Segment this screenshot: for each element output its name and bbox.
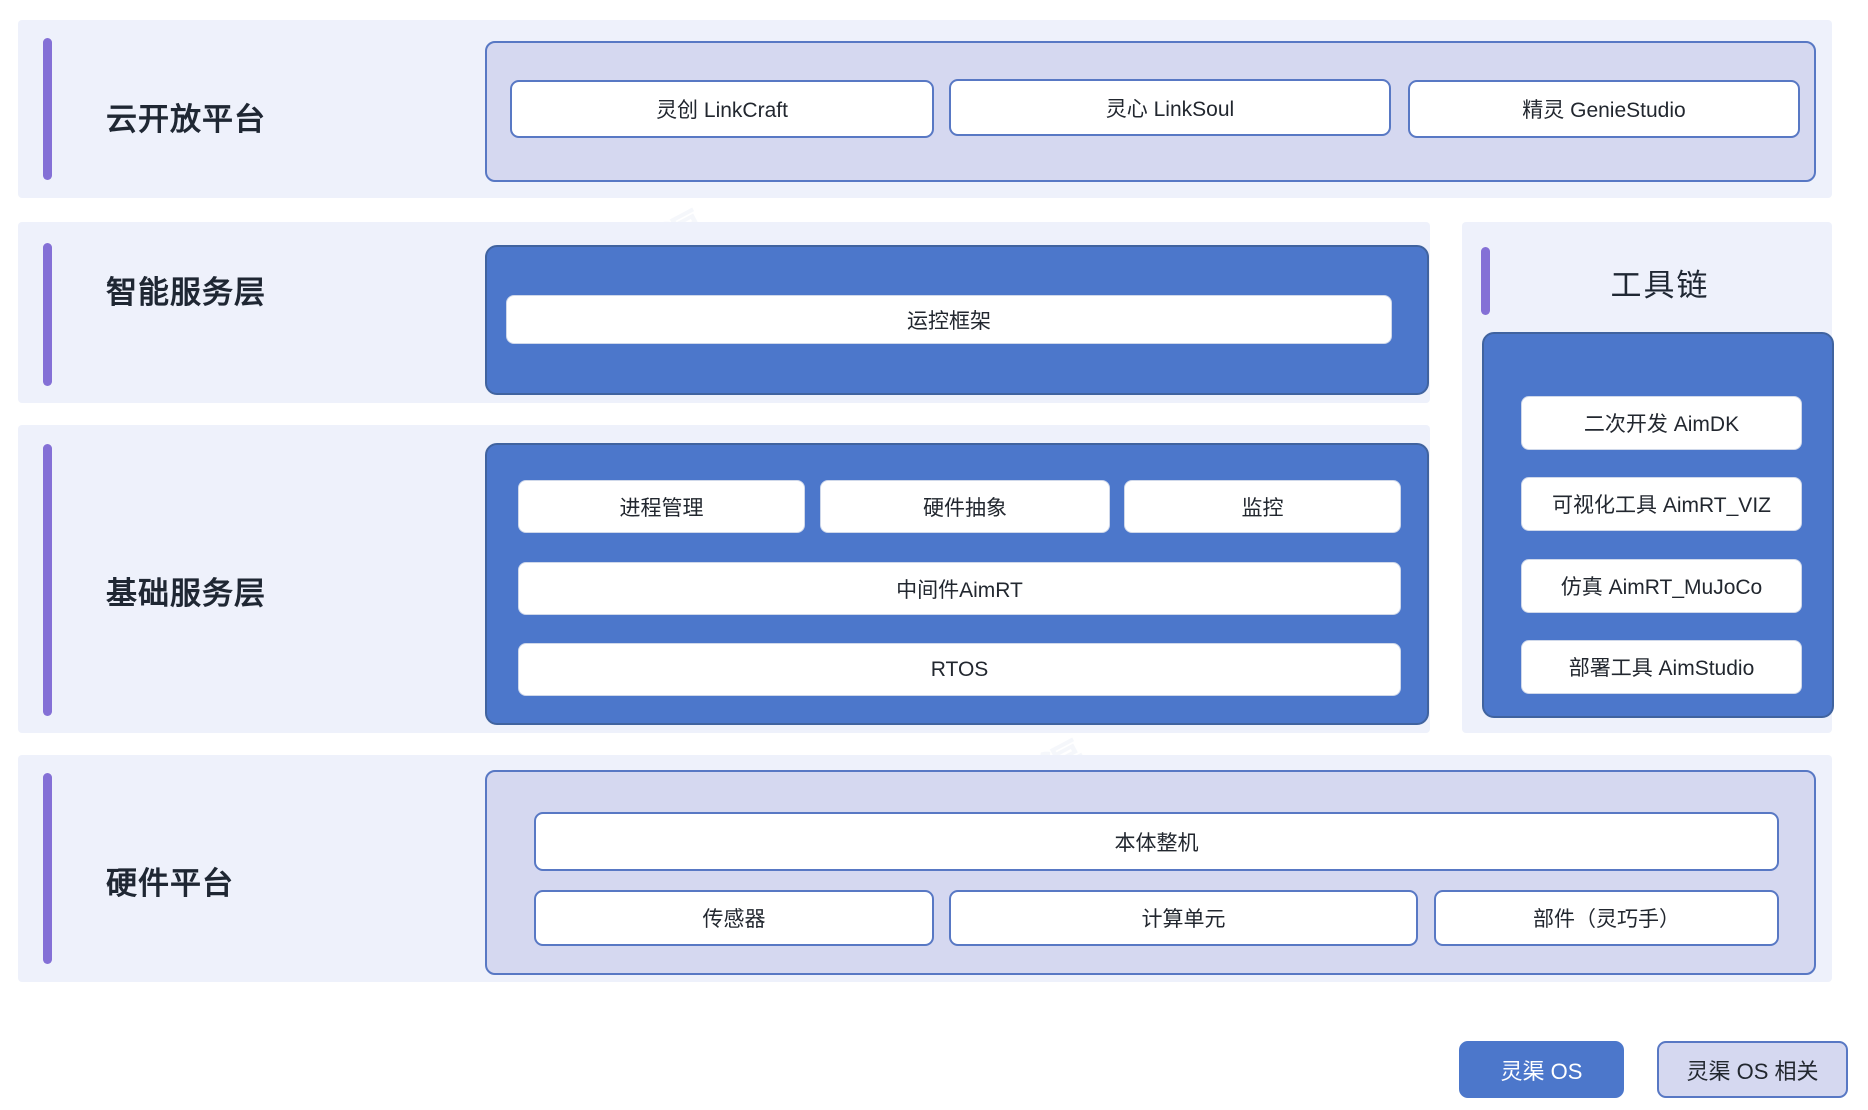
layer-accent-bar-hardware bbox=[43, 773, 52, 964]
cloud-item-geniestudio[interactable]: 精灵 GenieStudio bbox=[1408, 80, 1800, 138]
toolchain-item-aimrt-viz[interactable]: 可视化工具 AimRT_VIZ bbox=[1521, 477, 1802, 531]
layer-accent-bar-cloud bbox=[43, 38, 52, 180]
toolchain-item-aimstudio[interactable]: 部署工具 AimStudio bbox=[1521, 640, 1802, 694]
basic-item-rtos[interactable]: RTOS bbox=[518, 643, 1401, 696]
basic-item-monitoring[interactable]: 监控 bbox=[1124, 480, 1401, 533]
toolchain-item-aimdk[interactable]: 二次开发 AimDK bbox=[1521, 396, 1802, 450]
layer-accent-bar-intelligent bbox=[43, 243, 52, 386]
cloud-item-linksoul[interactable]: 灵心 LinkSoul bbox=[949, 79, 1391, 136]
basic-item-middleware-aimrt[interactable]: 中间件AimRT bbox=[518, 562, 1401, 615]
toolchain-accent-bar bbox=[1481, 247, 1490, 315]
basic-item-hardware-abstraction[interactable]: 硬件抽象 bbox=[820, 480, 1110, 533]
hardware-item-sensor[interactable]: 传感器 bbox=[534, 890, 934, 946]
legend-lingqu-os-related[interactable]: 灵渠 OS 相关 bbox=[1657, 1041, 1848, 1098]
layer-title-cloud-open-platform: 云开放平台 bbox=[106, 102, 266, 137]
basic-item-process-management[interactable]: 进程管理 bbox=[518, 480, 805, 533]
cloud-item-linkcraft[interactable]: 灵创 LinkCraft bbox=[510, 80, 934, 138]
toolchain-title: 工具链 bbox=[1610, 268, 1710, 303]
layer-title-basic-service: 基础服务层 bbox=[106, 576, 266, 611]
toolchain-item-aimrt-mujoco[interactable]: 仿真 AimRT_MuJoCo bbox=[1521, 559, 1802, 613]
hardware-item-dexterous-hand[interactable]: 部件（灵巧手） bbox=[1434, 890, 1779, 946]
layer-accent-bar-basic bbox=[43, 444, 52, 716]
layer-title-hardware-platform: 硬件平台 bbox=[106, 866, 234, 901]
intelligent-item-control-framework[interactable]: 运控框架 bbox=[506, 295, 1392, 344]
hardware-item-compute-unit[interactable]: 计算单元 bbox=[949, 890, 1418, 946]
legend-lingqu-os[interactable]: 灵渠 OS bbox=[1459, 1041, 1624, 1098]
hardware-item-robot-body[interactable]: 本体整机 bbox=[534, 812, 1779, 871]
layer-title-intelligent-service: 智能服务层 bbox=[106, 275, 266, 310]
